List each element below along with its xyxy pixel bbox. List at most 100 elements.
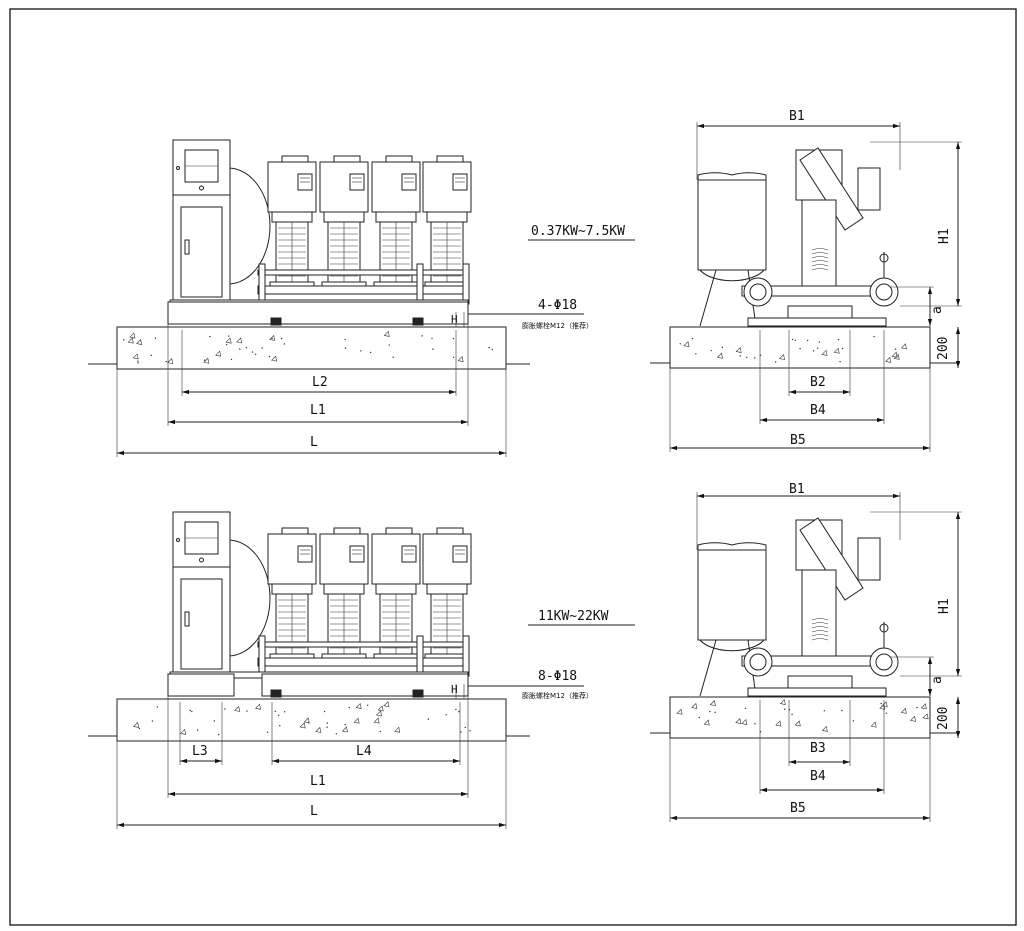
concrete-speck <box>799 347 801 350</box>
concrete-speck <box>488 346 490 349</box>
motor-housing <box>267 533 317 585</box>
dim-label-l4-bottom: L4 <box>356 744 372 759</box>
motor-flange <box>375 583 417 595</box>
concrete-speck <box>721 346 723 349</box>
concrete-aggregate <box>133 721 140 728</box>
concrete-aggregate <box>741 718 748 725</box>
concrete-aggregate <box>299 722 306 729</box>
valve-1 <box>258 263 266 305</box>
concrete-aggregate <box>129 332 136 339</box>
concrete-speck <box>344 347 347 349</box>
motor-cap <box>333 155 361 163</box>
concrete-speck <box>225 343 228 346</box>
h-label-top: H <box>451 313 458 326</box>
concrete-aggregate <box>893 353 900 360</box>
dim-label-l1-bottom: L1 <box>310 774 326 789</box>
concrete-speck <box>445 714 447 716</box>
spring-coil <box>811 622 829 625</box>
concrete-speck <box>277 714 280 716</box>
concrete-speck <box>894 348 897 350</box>
flange-right-bore <box>875 653 893 671</box>
concrete-speck <box>283 711 286 713</box>
concrete-aggregate <box>870 721 877 728</box>
concrete-speck <box>698 716 700 719</box>
concrete-speck <box>254 353 257 355</box>
concrete-aggregate <box>377 705 384 712</box>
concrete-speck <box>421 335 423 337</box>
pressure-tank-silhouette <box>227 167 271 285</box>
concrete-aggregate <box>821 725 828 732</box>
concrete-aggregate <box>735 346 742 353</box>
spring-coil <box>811 268 829 271</box>
concrete-speck <box>239 348 241 350</box>
concrete-aggregate <box>383 701 390 708</box>
suction-manifold <box>257 285 469 295</box>
dim-label-b1-top: B1 <box>789 109 805 124</box>
motor-cap <box>333 527 361 535</box>
concrete-speck <box>823 710 826 712</box>
concrete-speck <box>455 708 457 711</box>
spring-coil <box>811 634 829 637</box>
concrete-speck <box>746 356 748 359</box>
concrete-aggregate <box>215 350 222 357</box>
concrete-speck <box>370 351 372 354</box>
dim-label-l3-bottom: L3 <box>192 744 208 759</box>
dim-label-l-top: L <box>310 435 318 450</box>
dim-label-b5-bottom: B5 <box>790 801 806 816</box>
pressure-tank-body <box>697 549 767 641</box>
control-box-side <box>857 537 881 581</box>
concrete-aggregate <box>394 726 401 733</box>
bolt-label-top: 膨胀螺栓M12（推荐） <box>522 321 593 330</box>
concrete-aggregate <box>821 349 828 356</box>
concrete-speck <box>695 353 697 355</box>
concrete-speck <box>279 725 281 727</box>
holes-label-bottom: 8-Φ18 <box>538 669 577 684</box>
concrete-speck <box>213 720 216 722</box>
discharge-manifold <box>257 269 469 276</box>
motor-flange <box>426 583 468 595</box>
flange-left <box>743 647 773 677</box>
concrete-speck <box>379 730 381 733</box>
concrete-speck <box>794 339 796 341</box>
concrete-speck <box>326 722 329 724</box>
cabinet-hinge <box>176 166 180 170</box>
motor-cap <box>281 155 309 163</box>
concrete-speck <box>191 710 193 713</box>
concrete-speck <box>812 350 815 352</box>
motor-flange <box>426 211 468 223</box>
dim-label-b4-bottom: B4 <box>810 769 826 784</box>
concrete-aggregate <box>225 337 232 344</box>
dim-label-l1-top: L1 <box>310 403 326 418</box>
concrete-aggregate <box>775 720 782 727</box>
concrete-speck <box>679 343 681 345</box>
dim-label-l2-top: L2 <box>312 375 328 390</box>
concrete-aggregate <box>136 338 143 345</box>
concrete-speck <box>283 343 286 345</box>
motor-flange <box>271 211 313 223</box>
concrete-speck <box>165 360 167 363</box>
dim-label-b3-bottom: B3 <box>810 741 826 756</box>
pressure-tank-silhouette <box>227 539 271 657</box>
concrete-speck <box>469 730 471 732</box>
concrete-speck <box>458 710 460 713</box>
concrete-aggregate <box>709 700 716 707</box>
concrete-speck <box>464 726 467 729</box>
concrete-speck <box>151 720 154 722</box>
concrete-speck <box>754 723 756 725</box>
concrete-speck <box>388 344 390 346</box>
power-range-label-top: 0.37KW~7.5KW <box>531 224 625 239</box>
concrete-speck <box>150 354 153 356</box>
concrete-aggregate <box>271 355 278 362</box>
motor-cap <box>436 527 464 535</box>
dim-label-l-bottom: L <box>310 804 318 819</box>
flange-left-bore <box>749 653 767 671</box>
concrete-speck <box>224 708 226 710</box>
discharge-manifold <box>257 641 469 648</box>
concrete-speck <box>261 347 263 349</box>
control-box-side <box>857 167 881 211</box>
motor-housing <box>319 533 369 585</box>
pump-unit-4 <box>422 155 472 291</box>
cabinet-knob <box>199 185 204 191</box>
concrete-speck <box>754 357 756 359</box>
concrete-speck <box>427 718 430 720</box>
